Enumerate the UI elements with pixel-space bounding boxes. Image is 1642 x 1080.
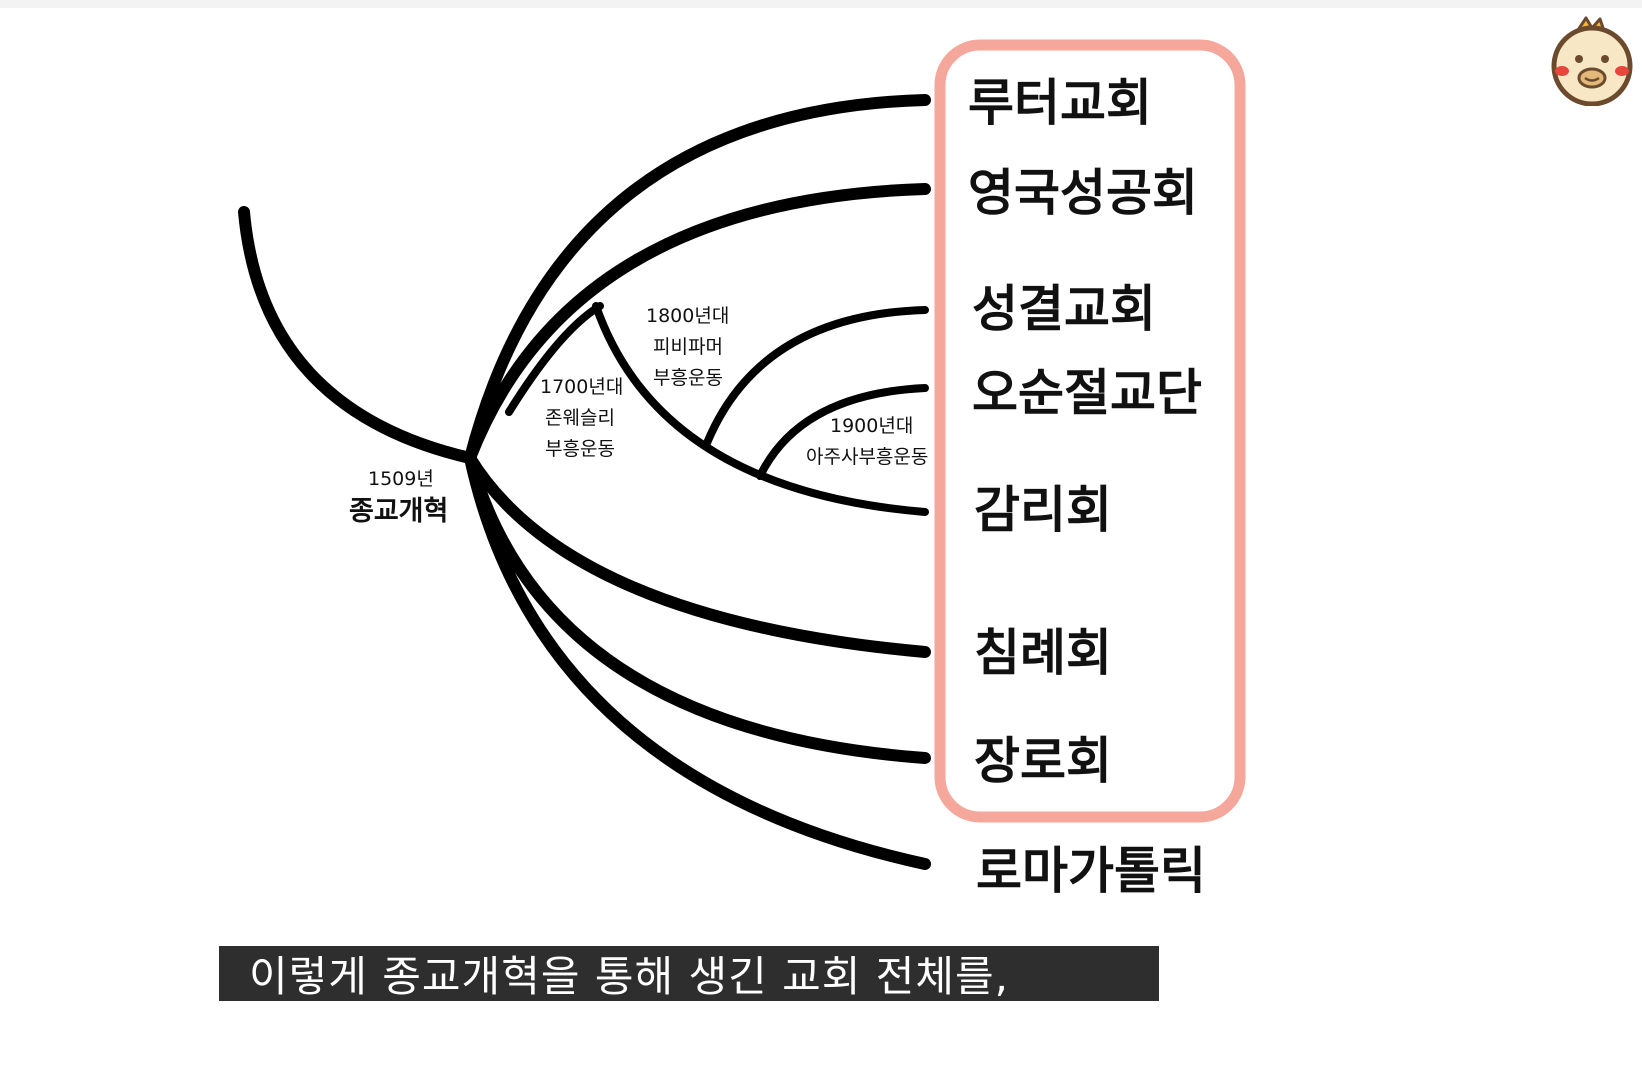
era-1800-person: 피비파머 <box>653 336 723 358</box>
origin-event-label: 종교개혁 <box>349 496 448 527</box>
branch-methodist <box>592 302 929 516</box>
church-methodist: 감리회 <box>974 481 1112 539</box>
era-1900-movement: 아주사부흥운동 <box>806 446 928 468</box>
branch-anglican <box>464 183 931 464</box>
church-pentecostal: 오순절교단 <box>972 364 1202 422</box>
branch-roman-catholic <box>464 452 931 870</box>
era-1800-year: 1800년대 <box>646 305 729 327</box>
era-1700-person: 존웨슬리 <box>545 407 615 429</box>
branch-pentecostal <box>756 384 929 480</box>
church-anglican: 영국성공회 <box>968 164 1198 222</box>
protestant-churches-box <box>934 39 1246 823</box>
church-baptist: 침례회 <box>974 624 1112 682</box>
era-1900-year: 1900년대 <box>830 415 913 437</box>
church-lutheran: 루터교회 <box>968 74 1152 132</box>
catholic-trunk-branch <box>238 206 476 464</box>
subtitle-caption: 이렇게 종교개혁을 통해 생긴 교회 전체를, <box>219 946 1159 1001</box>
branch-holiness <box>703 306 929 447</box>
origin-year-label: 1509년 <box>368 468 434 490</box>
church-holiness: 성결교회 <box>972 280 1156 338</box>
branch-presbyterian <box>464 452 931 764</box>
era-1700-year: 1700년대 <box>540 376 623 398</box>
era-1800-movement: 부흥운동 <box>653 367 723 389</box>
church-presbyterian: 장로회 <box>974 732 1112 790</box>
branch-lutheran <box>464 94 931 464</box>
era-1700-movement: 부흥운동 <box>545 438 615 460</box>
church-roman-catholic: 로마가톨릭 <box>976 842 1206 900</box>
top-fade <box>0 0 1642 8</box>
branch-1700-split <box>505 302 604 416</box>
chick-mascot-icon <box>1551 16 1633 106</box>
subtitle-text: 이렇게 종교개혁을 통해 생긴 교회 전체를, <box>249 952 1009 1001</box>
branch-baptist <box>464 452 931 658</box>
